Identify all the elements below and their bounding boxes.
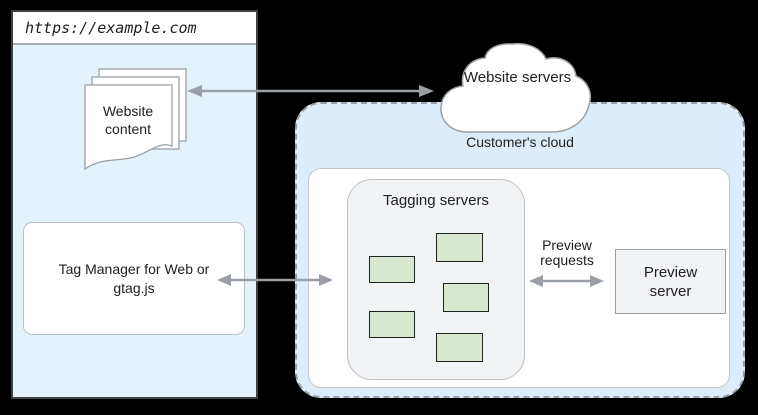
server-node (436, 233, 483, 262)
preview-server-box: Preview server (615, 249, 726, 314)
preview-server-label: Preview server (643, 263, 698, 300)
server-node (443, 283, 489, 312)
browser-titlebar: https://example.com (13, 12, 256, 45)
server-node (369, 311, 415, 338)
customer-cloud-label: Customer's cloud (466, 134, 574, 150)
tag-manager-box: Tag Manager for Web or gtag.js (23, 222, 245, 335)
website-servers-label: Website servers (463, 69, 572, 86)
document-stack-icon (84, 68, 187, 171)
browser-url: https://example.com (25, 18, 197, 37)
website-content-label: Website content (102, 103, 154, 137)
server-node (436, 333, 483, 362)
tagging-servers-label: Tagging servers (383, 192, 489, 209)
cloud-icon (440, 42, 592, 133)
server-node (369, 256, 415, 283)
preview-requests-label: Preview requests (540, 237, 594, 268)
tag-manager-label: Tag Manager for Web or gtag.js (58, 260, 210, 296)
